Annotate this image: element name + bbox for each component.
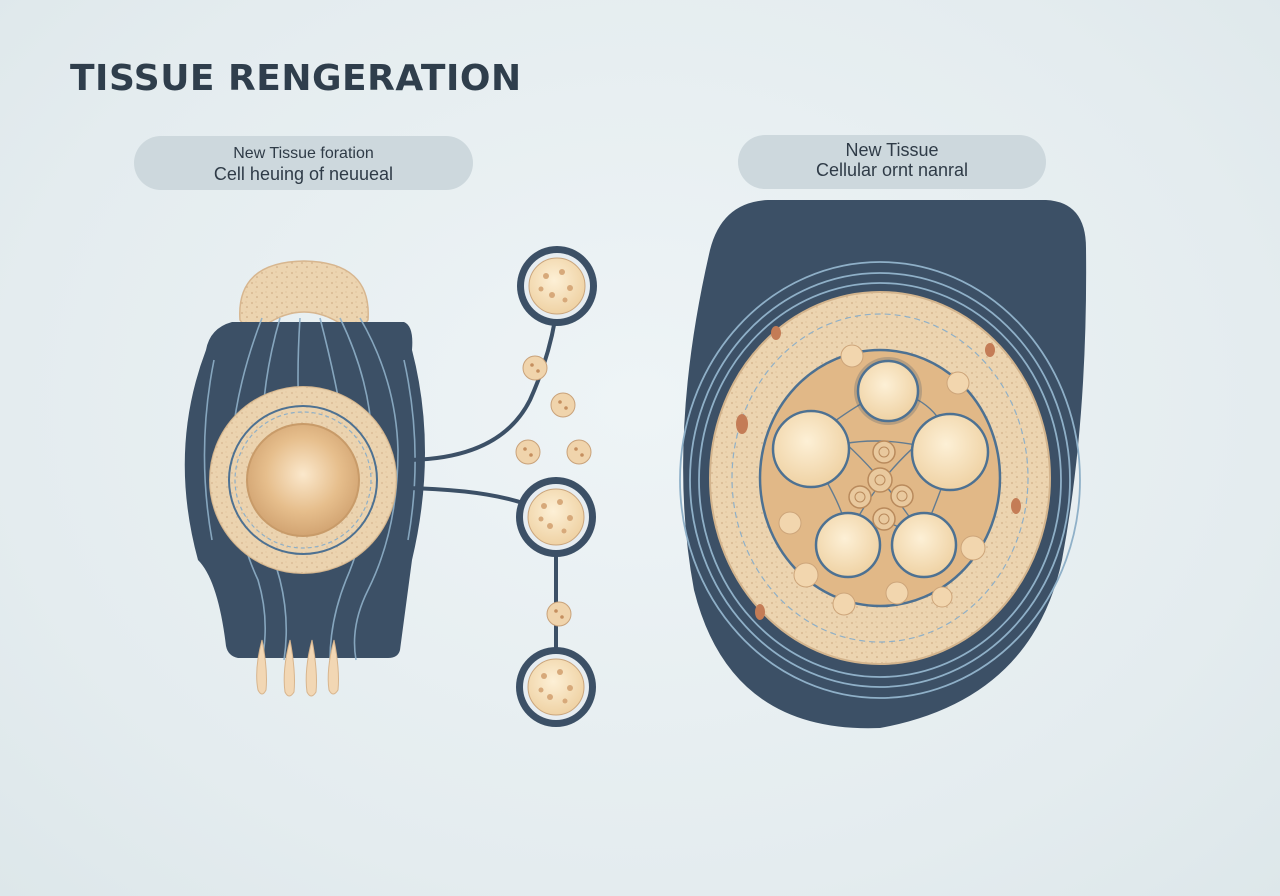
- right-label-pill: New Tissue Cellular ornt nanral: [738, 135, 1046, 189]
- cell-cluster-middle: [516, 477, 596, 557]
- right-tissue-mid-layer: [731, 313, 1029, 643]
- central-cell-nuclei: [854, 446, 908, 525]
- free-cell-dots: [523, 363, 584, 619]
- tissue-cap: [239, 260, 369, 329]
- tissue-roots: [256, 639, 339, 697]
- left-label-line-2: Cell heuing of neuueal: [213, 164, 394, 184]
- diagram-title: TISSUE RENGERATION: [70, 58, 522, 99]
- small-cells: [778, 344, 986, 616]
- right-tissue-rings: [679, 261, 1081, 699]
- tissue-ring-membrane: [228, 405, 378, 555]
- right-label-line-2: Cellular ornt nanral: [815, 160, 969, 180]
- cell-cluster-top: [517, 246, 597, 326]
- right-label-line-1: New Tissue: [845, 140, 939, 160]
- outer-layer-cells: [736, 326, 1021, 620]
- right-tissue-sample: [679, 200, 1087, 729]
- tissue-core: [246, 423, 360, 537]
- left-label-line-1: New Tissue foration: [233, 145, 374, 162]
- central-cell-cluster: [848, 440, 914, 531]
- tissue-ring-inner: [234, 411, 372, 549]
- left-label-pill: New Tissue foration Cell heuing of neuue…: [134, 136, 473, 190]
- cell-cluster-bottom: [516, 647, 596, 727]
- large-cells: [771, 357, 990, 579]
- left-tissue-sample: [184, 260, 425, 697]
- free-cells: [515, 355, 592, 627]
